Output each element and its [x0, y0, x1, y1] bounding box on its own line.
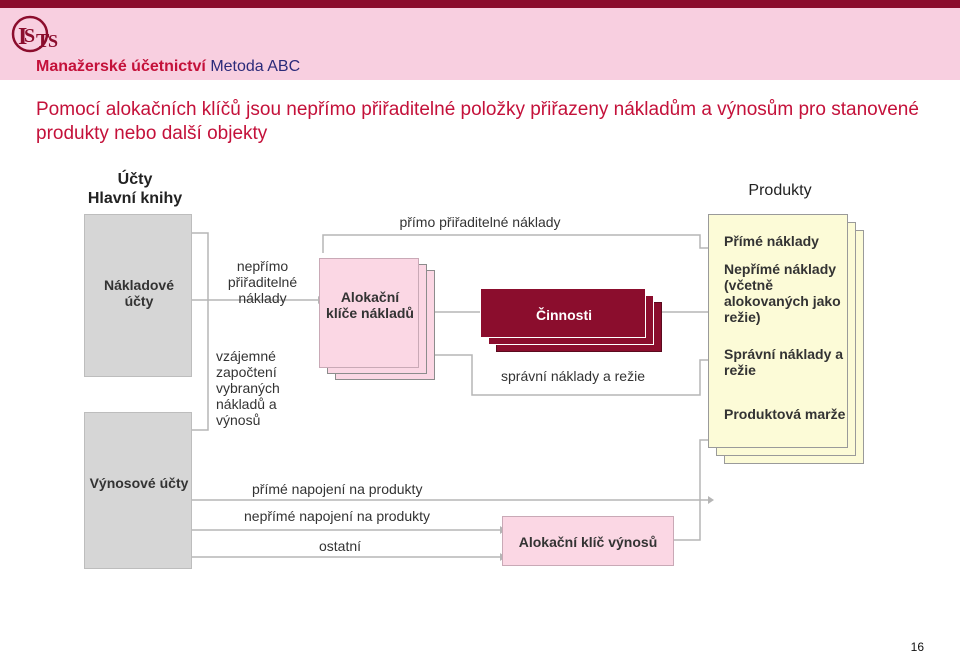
top-accent-bar	[0, 0, 960, 8]
products-direct-costs: Přímé náklady	[724, 233, 819, 249]
revenue-allocation-key-label: Alokační klíč výnosů	[518, 534, 658, 550]
products-header: Produkty	[748, 182, 812, 199]
activities-label: Činnosti	[536, 307, 592, 323]
cost-allocation-keys-box: Alokační klíče nákladů	[319, 258, 419, 368]
course-name: Manažerské účetnictví	[36, 58, 206, 75]
products-admin-costs: Správní náklady a režie	[724, 346, 844, 378]
slide-title: Pomocí alokačních klíčů jsou nepřímo při…	[36, 99, 919, 144]
direct-link-products-label: přímé napojení na produkty	[252, 481, 423, 497]
revenue-allocation-key-box: Alokační klíč výnosů	[502, 516, 674, 566]
accounts-header: Účty Hlavní knihy	[80, 170, 190, 208]
admin-overhead-label: správní náklady a režie	[501, 368, 645, 384]
products-product-margin: Produktová marže	[724, 406, 846, 422]
products-indirect-costs: Nepřímé náklady (včetně alokovaných jako…	[724, 261, 841, 325]
indirect-link-products-label: nepřímé napojení na produkty	[244, 508, 431, 524]
revenue-accounts-label: Výnosové účty	[89, 475, 189, 491]
products-box: Přímé náklady Nepřímé náklady (včetně al…	[708, 214, 848, 448]
direct-costs-top-label: přímo přiřaditelné náklady	[399, 214, 561, 230]
svg-text:S: S	[48, 31, 58, 51]
indirect-costs-label: nepřímo přiřaditelné náklady	[227, 258, 298, 306]
course-subtitle: Metoda ABC	[210, 58, 301, 75]
header-band	[0, 8, 960, 80]
revenue-accounts-box: Výnosové účty	[84, 412, 192, 569]
cost-allocation-keys-label: Alokační klíče nákladů	[326, 289, 414, 321]
logo-icon: I S T S	[11, 15, 58, 53]
activities-box: Činnosti	[480, 288, 646, 338]
mutual-offset-label: vzájemné započtení vybraných nákladů a v…	[216, 348, 280, 428]
svg-text:S: S	[24, 25, 35, 47]
svg-text:I: I	[18, 24, 27, 50]
page-number: 16	[910, 640, 924, 654]
svg-text:T: T	[36, 30, 50, 52]
other-label: ostatní	[319, 538, 362, 554]
accounts-header-line1: Účty	[117, 171, 153, 188]
course-title: Manažerské účetnictví Metoda ABC	[36, 58, 300, 76]
accounts-header-line2: Hlavní knihy	[87, 190, 183, 207]
cost-accounts-box: Nákladové účty	[84, 214, 192, 377]
cost-accounts-label: Nákladové účty	[103, 277, 175, 309]
